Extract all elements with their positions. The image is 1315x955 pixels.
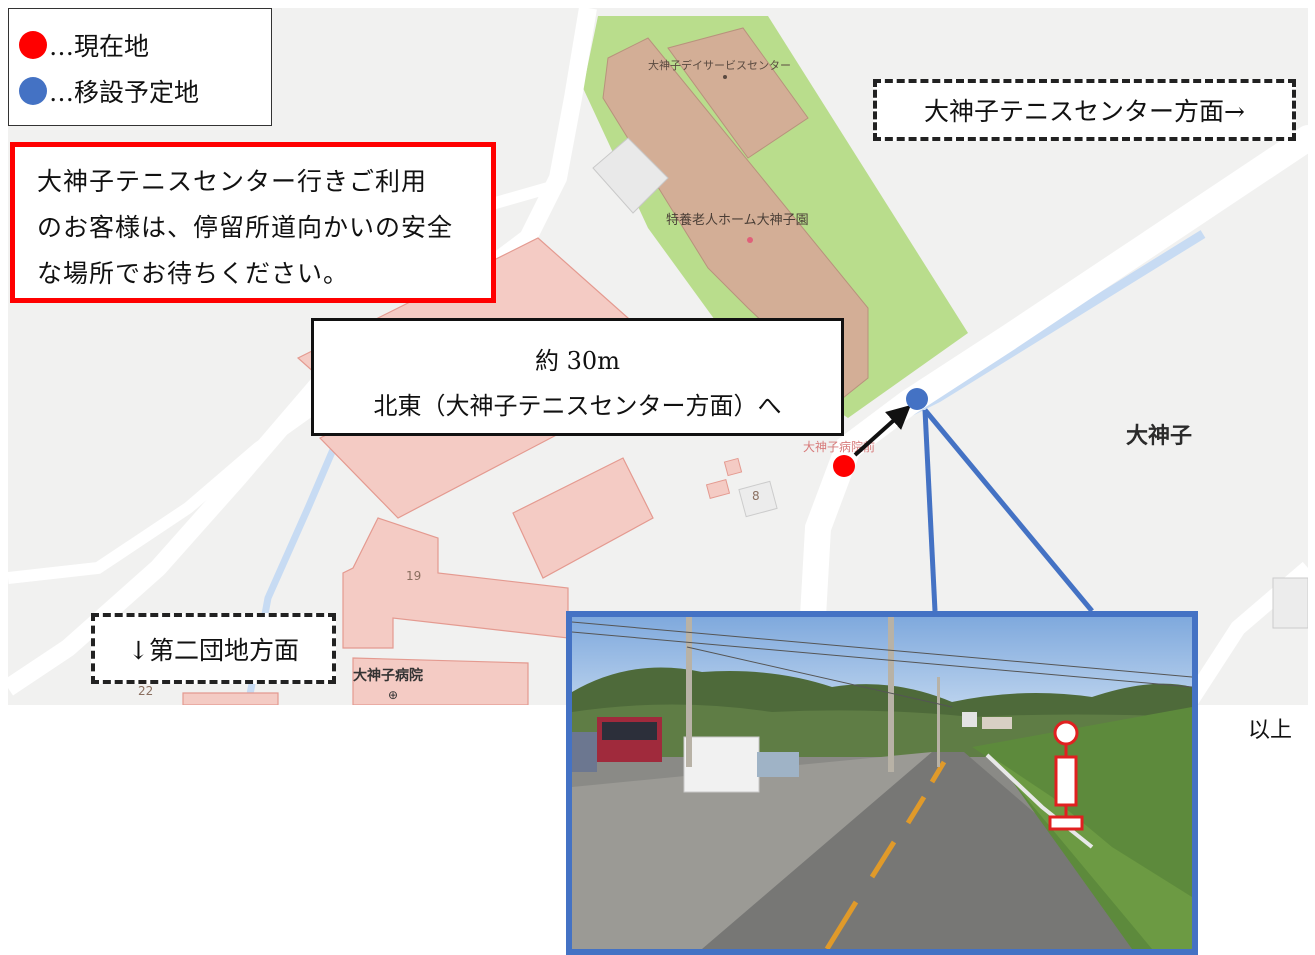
road-northwest bbox=[8, 393, 332, 584]
label-area: 大神子 bbox=[1126, 424, 1193, 449]
hospital-main bbox=[342, 517, 569, 649]
notice-line-3: な場所でお待ちください。 bbox=[37, 259, 350, 288]
small-building-2 bbox=[705, 479, 731, 499]
distance-box: 約 30m 北東（大神子テニスセンター方面）へ bbox=[311, 318, 844, 436]
hospital-lower-left bbox=[182, 692, 279, 705]
day-service-building bbox=[667, 27, 809, 159]
hospital-block-3 bbox=[512, 457, 654, 579]
day-service-dot bbox=[723, 75, 727, 79]
legend: …現在地 …移設予定地 bbox=[8, 8, 272, 126]
label-hospital: 大神子病院 bbox=[353, 668, 423, 684]
street-photo-image bbox=[572, 617, 1192, 949]
hospital-icon: ⊕ bbox=[388, 688, 399, 702]
label-building-8: 8 bbox=[752, 489, 760, 503]
legend-current-label: …現在地 bbox=[49, 32, 150, 61]
parking-area bbox=[592, 137, 669, 214]
building-8-shape bbox=[738, 480, 778, 518]
legend-current: …現在地 bbox=[19, 27, 149, 63]
hospital-lower bbox=[352, 657, 529, 705]
legend-planned: …移設予定地 bbox=[19, 73, 199, 109]
label-day-service: 大神子デイサービスセンター bbox=[648, 59, 791, 72]
blue-dot-icon bbox=[19, 77, 47, 105]
notice-line-1: 大神子テニスセンター行きご利用 bbox=[37, 167, 428, 196]
legend-planned-label: …移設予定地 bbox=[49, 78, 200, 107]
distance-line-1: 約 30m bbox=[535, 347, 620, 375]
bus-stop-sign-icon bbox=[1053, 720, 1079, 746]
nursing-home-dot bbox=[747, 237, 753, 243]
ending-text: 以上 bbox=[1248, 718, 1293, 743]
distance-line-2: 北東（大神子テニスセンター方面）へ bbox=[373, 392, 782, 420]
direction-tennis-label: 大神子テニスセンター方面→ bbox=[924, 97, 1245, 126]
direction-tennis-box: 大神子テニスセンター方面→ bbox=[873, 79, 1296, 141]
label-building-19: 19 bbox=[406, 569, 422, 583]
red-dot-icon bbox=[19, 31, 47, 59]
notice-line-2: のお客様は、停留所道向かいの安全 bbox=[37, 213, 454, 242]
label-bus-stop: 大神子病院前 bbox=[803, 440, 876, 454]
direction-danchi-box: ↓第二団地方面 bbox=[91, 613, 336, 684]
direction-danchi-label: ↓第二団地方面 bbox=[128, 635, 299, 665]
label-nursing-home: 特養老人ホーム大神子園 bbox=[666, 213, 809, 228]
notice-box: 大神子テニスセンター行きご利用 のお客様は、停留所道向かいの安全 な場所でお待ち… bbox=[10, 142, 496, 303]
small-building-1 bbox=[723, 457, 743, 477]
street-photo bbox=[566, 611, 1198, 955]
building-right bbox=[1272, 577, 1308, 629]
label-building-22: 22 bbox=[138, 684, 154, 698]
